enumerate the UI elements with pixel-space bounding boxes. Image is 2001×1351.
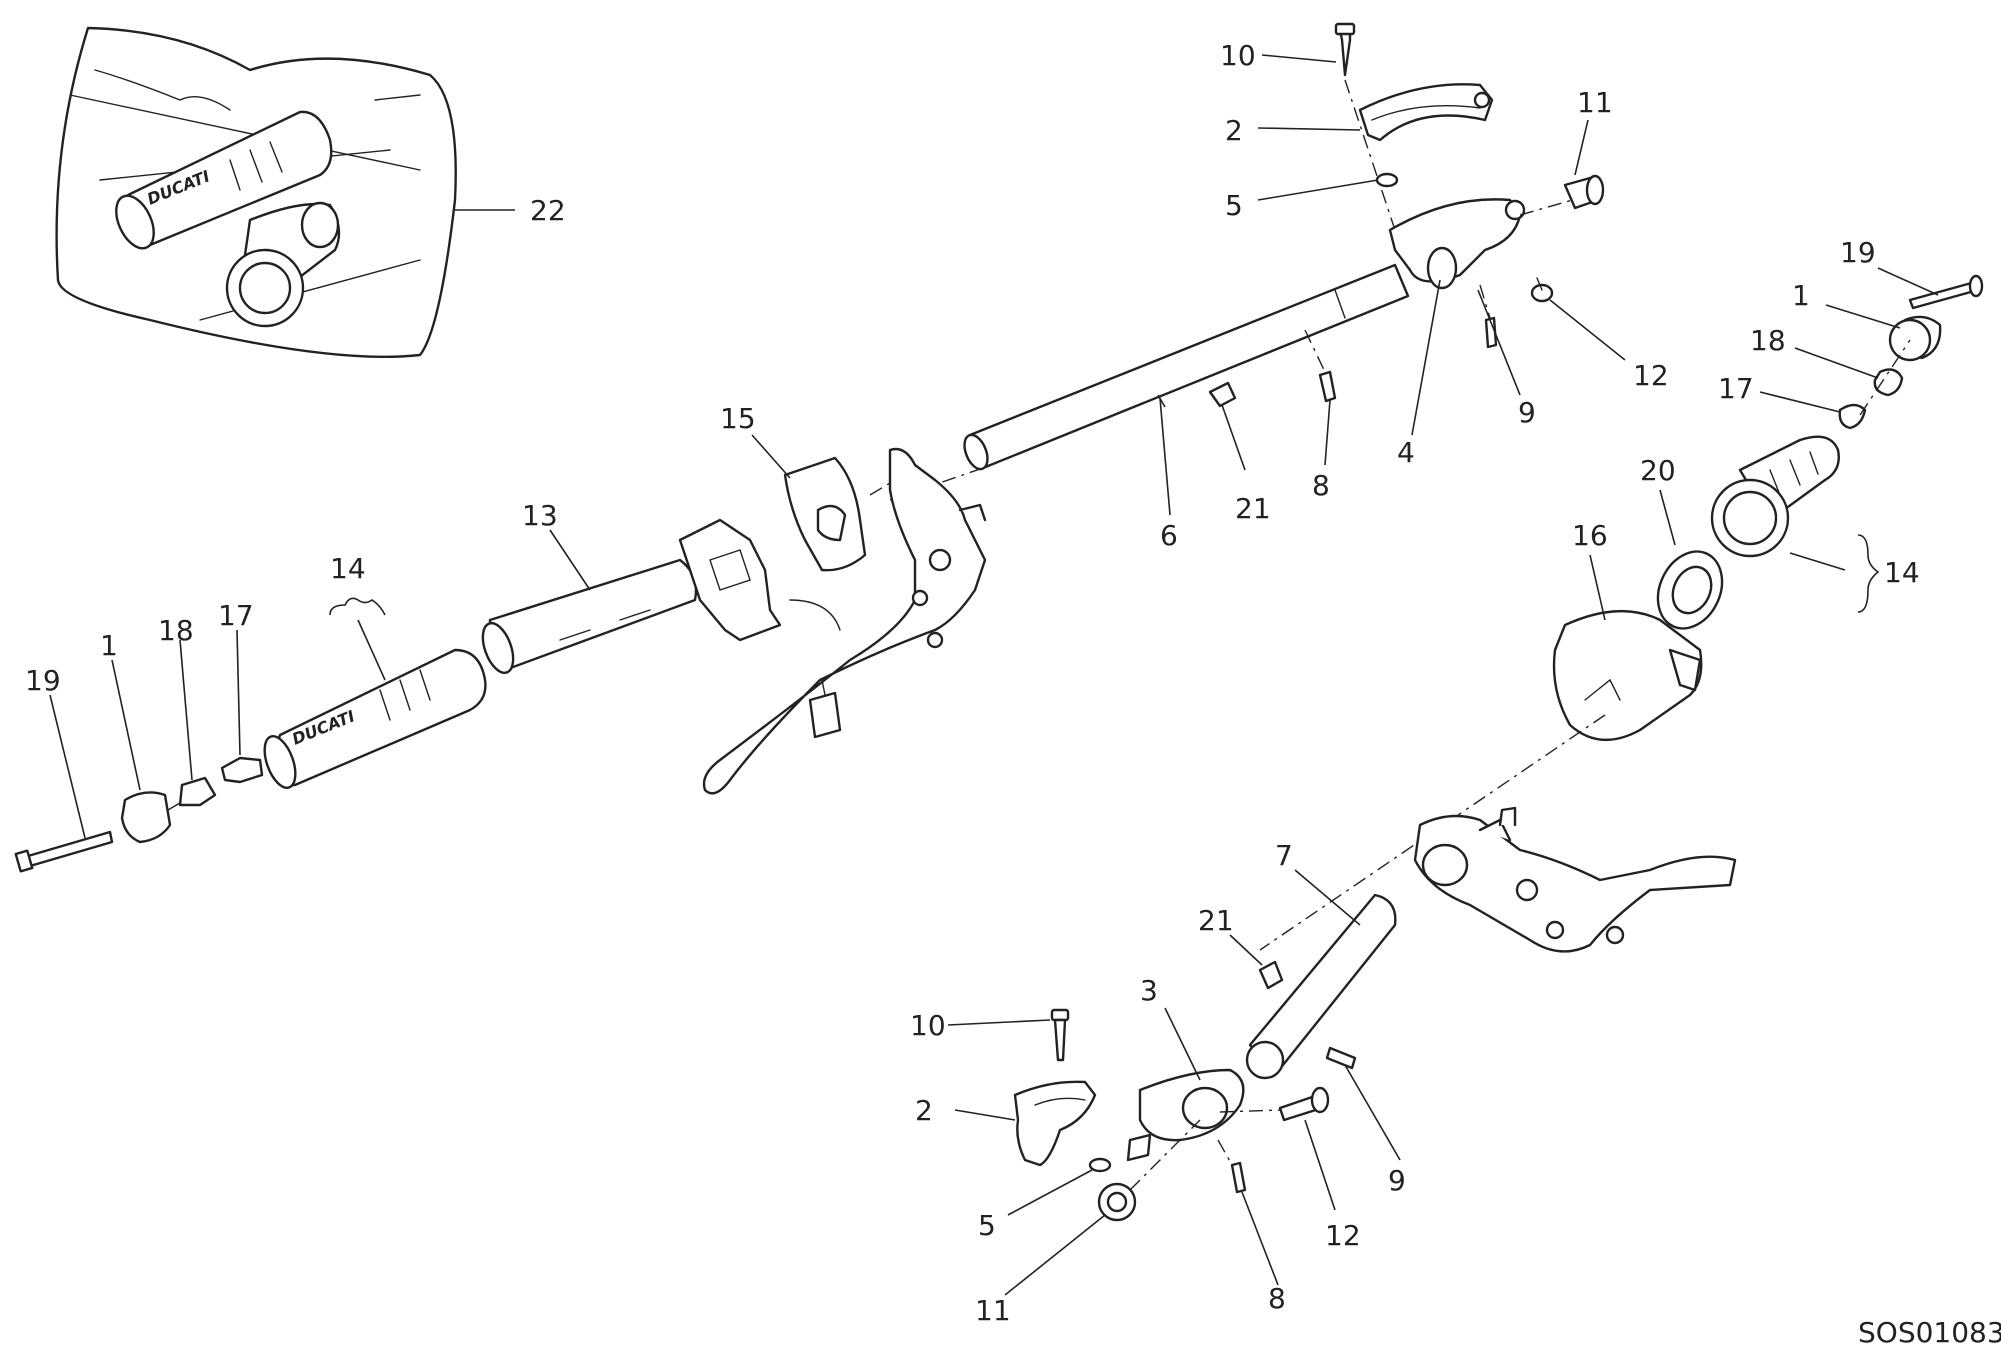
callout-14-left: 14	[330, 552, 366, 585]
callout-3: 3	[1140, 974, 1158, 1007]
callout-14-right: 14	[1884, 556, 1920, 589]
callout-19-right: 19	[1840, 236, 1876, 269]
callout-12-bottom: 12	[1325, 1219, 1361, 1252]
callout-17-left: 17	[218, 599, 254, 632]
left-grip-stack: DUCATI 14 17 18 1 19	[14, 552, 487, 873]
callout-21-bottom: 21	[1198, 904, 1234, 937]
inset-left-grip: DUCATI	[115, 110, 333, 250]
callout-17-right: 17	[1718, 372, 1754, 405]
part-6-handlebar-tube	[889, 263, 1410, 501]
callout-19-left: 19	[25, 664, 61, 697]
callout-8-top: 8	[1312, 469, 1330, 502]
callout-12-top: 12	[1633, 359, 1669, 392]
callout-6: 6	[1160, 519, 1178, 552]
callout-9-top: 9	[1518, 396, 1536, 429]
callout-2-top: 2	[1225, 114, 1243, 147]
callout-18-left: 18	[158, 614, 194, 647]
callout-21-top: 21	[1235, 492, 1271, 525]
lower-clamp-assembly: 7 21 9 3 12 8 10 2	[910, 839, 1406, 1327]
callout-22: 22	[530, 194, 566, 227]
callout-5-top: 5	[1225, 189, 1243, 222]
callout-11-top: 11	[1577, 86, 1613, 119]
callout-20: 20	[1640, 454, 1676, 487]
callout-7: 7	[1275, 839, 1293, 872]
callout-13: 13	[522, 499, 558, 532]
callout-8-bottom: 8	[1268, 1282, 1286, 1315]
callout-2-bottom: 2	[915, 1094, 933, 1127]
right-brake-master-cylinder	[1413, 806, 1737, 953]
inset-grip-set: DUCATI 22	[55, 26, 566, 359]
top-clamp-assembly: 10 2 5 11 12 9 4	[1220, 22, 1669, 469]
callout-1-right: 1	[1792, 279, 1810, 312]
callout-10-bottom: 10	[910, 1009, 946, 1042]
callout-11-bottom: 11	[975, 1294, 1011, 1327]
left-clutch-lever-assembly	[702, 447, 987, 795]
callout-16: 16	[1572, 519, 1608, 552]
callout-15: 15	[720, 402, 756, 435]
callout-9-bottom: 9	[1388, 1164, 1406, 1197]
callout-18-right: 18	[1750, 324, 1786, 357]
part-15-switch-cover: 15	[720, 402, 896, 572]
tube-small-parts-top: 21 8 6	[1157, 329, 1337, 552]
throttle-switch-assembly: 20 16	[1259, 454, 1724, 951]
callout-10-top: 10	[1220, 39, 1256, 72]
right-end-stack: 19 1 18 17 14	[1710, 236, 1984, 613]
callout-5-bottom: 5	[978, 1209, 996, 1242]
part-13-left-switchgear: 13	[481, 499, 782, 675]
drawing-code: SOS01083	[1858, 1316, 2001, 1349]
callout-1-left: 1	[100, 629, 118, 662]
inset-right-grip	[225, 201, 341, 328]
callout-4: 4	[1397, 436, 1415, 469]
